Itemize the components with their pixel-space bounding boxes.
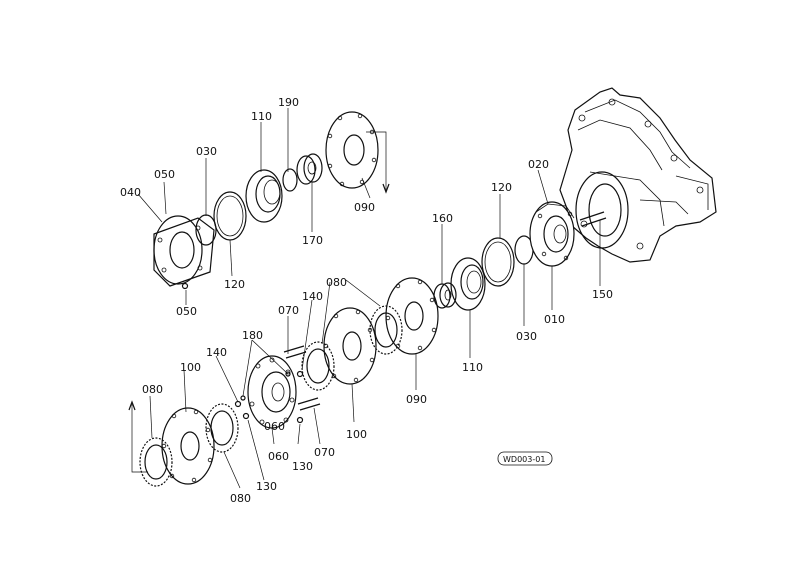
transmission-housing (559, 87, 717, 263)
label-130-lower: 130 (256, 480, 277, 493)
part-110-bearing-lower (450, 257, 486, 311)
part-140-ball-lower (234, 400, 242, 408)
label-120-upper: 120 (224, 278, 245, 291)
label-090-upper: 090 (354, 201, 375, 214)
part-130-ball-lower (242, 412, 250, 420)
part-070-pin-a (283, 345, 305, 353)
label-020: 020 (528, 158, 549, 171)
part-070-pin-b-edge (299, 403, 321, 411)
part-040-cover (153, 215, 215, 290)
part-150-pin (579, 211, 605, 221)
label-160: 160 (432, 212, 453, 225)
leader-lines (137, 108, 601, 489)
part-080-friction-disc-mid (301, 341, 335, 391)
label-100-mid: 100 (346, 428, 367, 441)
part-130-ball-upper (296, 416, 304, 424)
label-070-upper: 070 (278, 304, 299, 317)
label-050-upper: 050 (154, 168, 175, 181)
label-100-lower: 100 (180, 361, 201, 374)
part-150-pin-edge (581, 217, 607, 227)
part-090-separator-plate (325, 111, 379, 189)
part-120-ring-lower (481, 237, 515, 287)
part-080-friction-disc-upper (369, 305, 403, 355)
upper-axis-arrow (382, 183, 390, 194)
label-090-lower: 090 (406, 393, 427, 406)
label-110-lower: 110 (462, 361, 483, 374)
part-100-plate-lower (161, 407, 215, 485)
part-140-ball-upper (296, 370, 304, 378)
label-070-lower: 070 (314, 446, 335, 459)
label-030-lower: 030 (516, 330, 537, 343)
part-060-hub (247, 355, 297, 429)
label-130-upper: 130 (292, 460, 313, 473)
label-040: 040 (120, 186, 141, 199)
part-070-pin-a-edge (285, 351, 307, 359)
part-110-bearing (245, 169, 283, 223)
label-080-bottom: 080 (230, 492, 251, 505)
label-060-right: 060 (264, 420, 285, 433)
lower-axis-line (131, 404, 148, 473)
reference-code: WD003-01 (503, 455, 545, 464)
label-060-left: 060 (268, 450, 289, 463)
part-170-gear (296, 153, 323, 185)
part-number-labels: 190 110 030 050 040 120 050 170 090 020 … (120, 96, 613, 505)
label-190: 190 (278, 96, 299, 109)
part-120-ring (213, 191, 247, 241)
label-180: 180 (242, 329, 263, 342)
part-190-ring (282, 168, 298, 192)
part-180-ball-b (285, 371, 291, 377)
part-070-pin-b (297, 397, 319, 405)
label-030-upper: 030 (196, 145, 217, 158)
part-160-bearing (433, 282, 457, 309)
label-080-left: 080 (142, 383, 163, 396)
part-080-friction-disc-end (139, 437, 173, 487)
part-010-carrier (529, 201, 575, 267)
label-010: 010 (544, 313, 565, 326)
reference-code-tag: WD003-01 (497, 451, 553, 466)
part-100-plate (323, 307, 377, 385)
label-120-lower: 120 (491, 181, 512, 194)
label-140-upper: 140 (302, 290, 323, 303)
label-110-upper: 110 (251, 110, 272, 123)
upper-axis-line (366, 131, 387, 190)
part-090-plate-lower (385, 277, 439, 355)
label-080-upper: 080 (326, 276, 347, 289)
label-170: 170 (302, 234, 323, 247)
part-180-ball-a (240, 395, 246, 401)
label-050-lower: 050 (176, 305, 197, 318)
label-150: 150 (592, 288, 613, 301)
label-140-lower: 140 (206, 346, 227, 359)
lower-axis-arrow (128, 400, 136, 411)
